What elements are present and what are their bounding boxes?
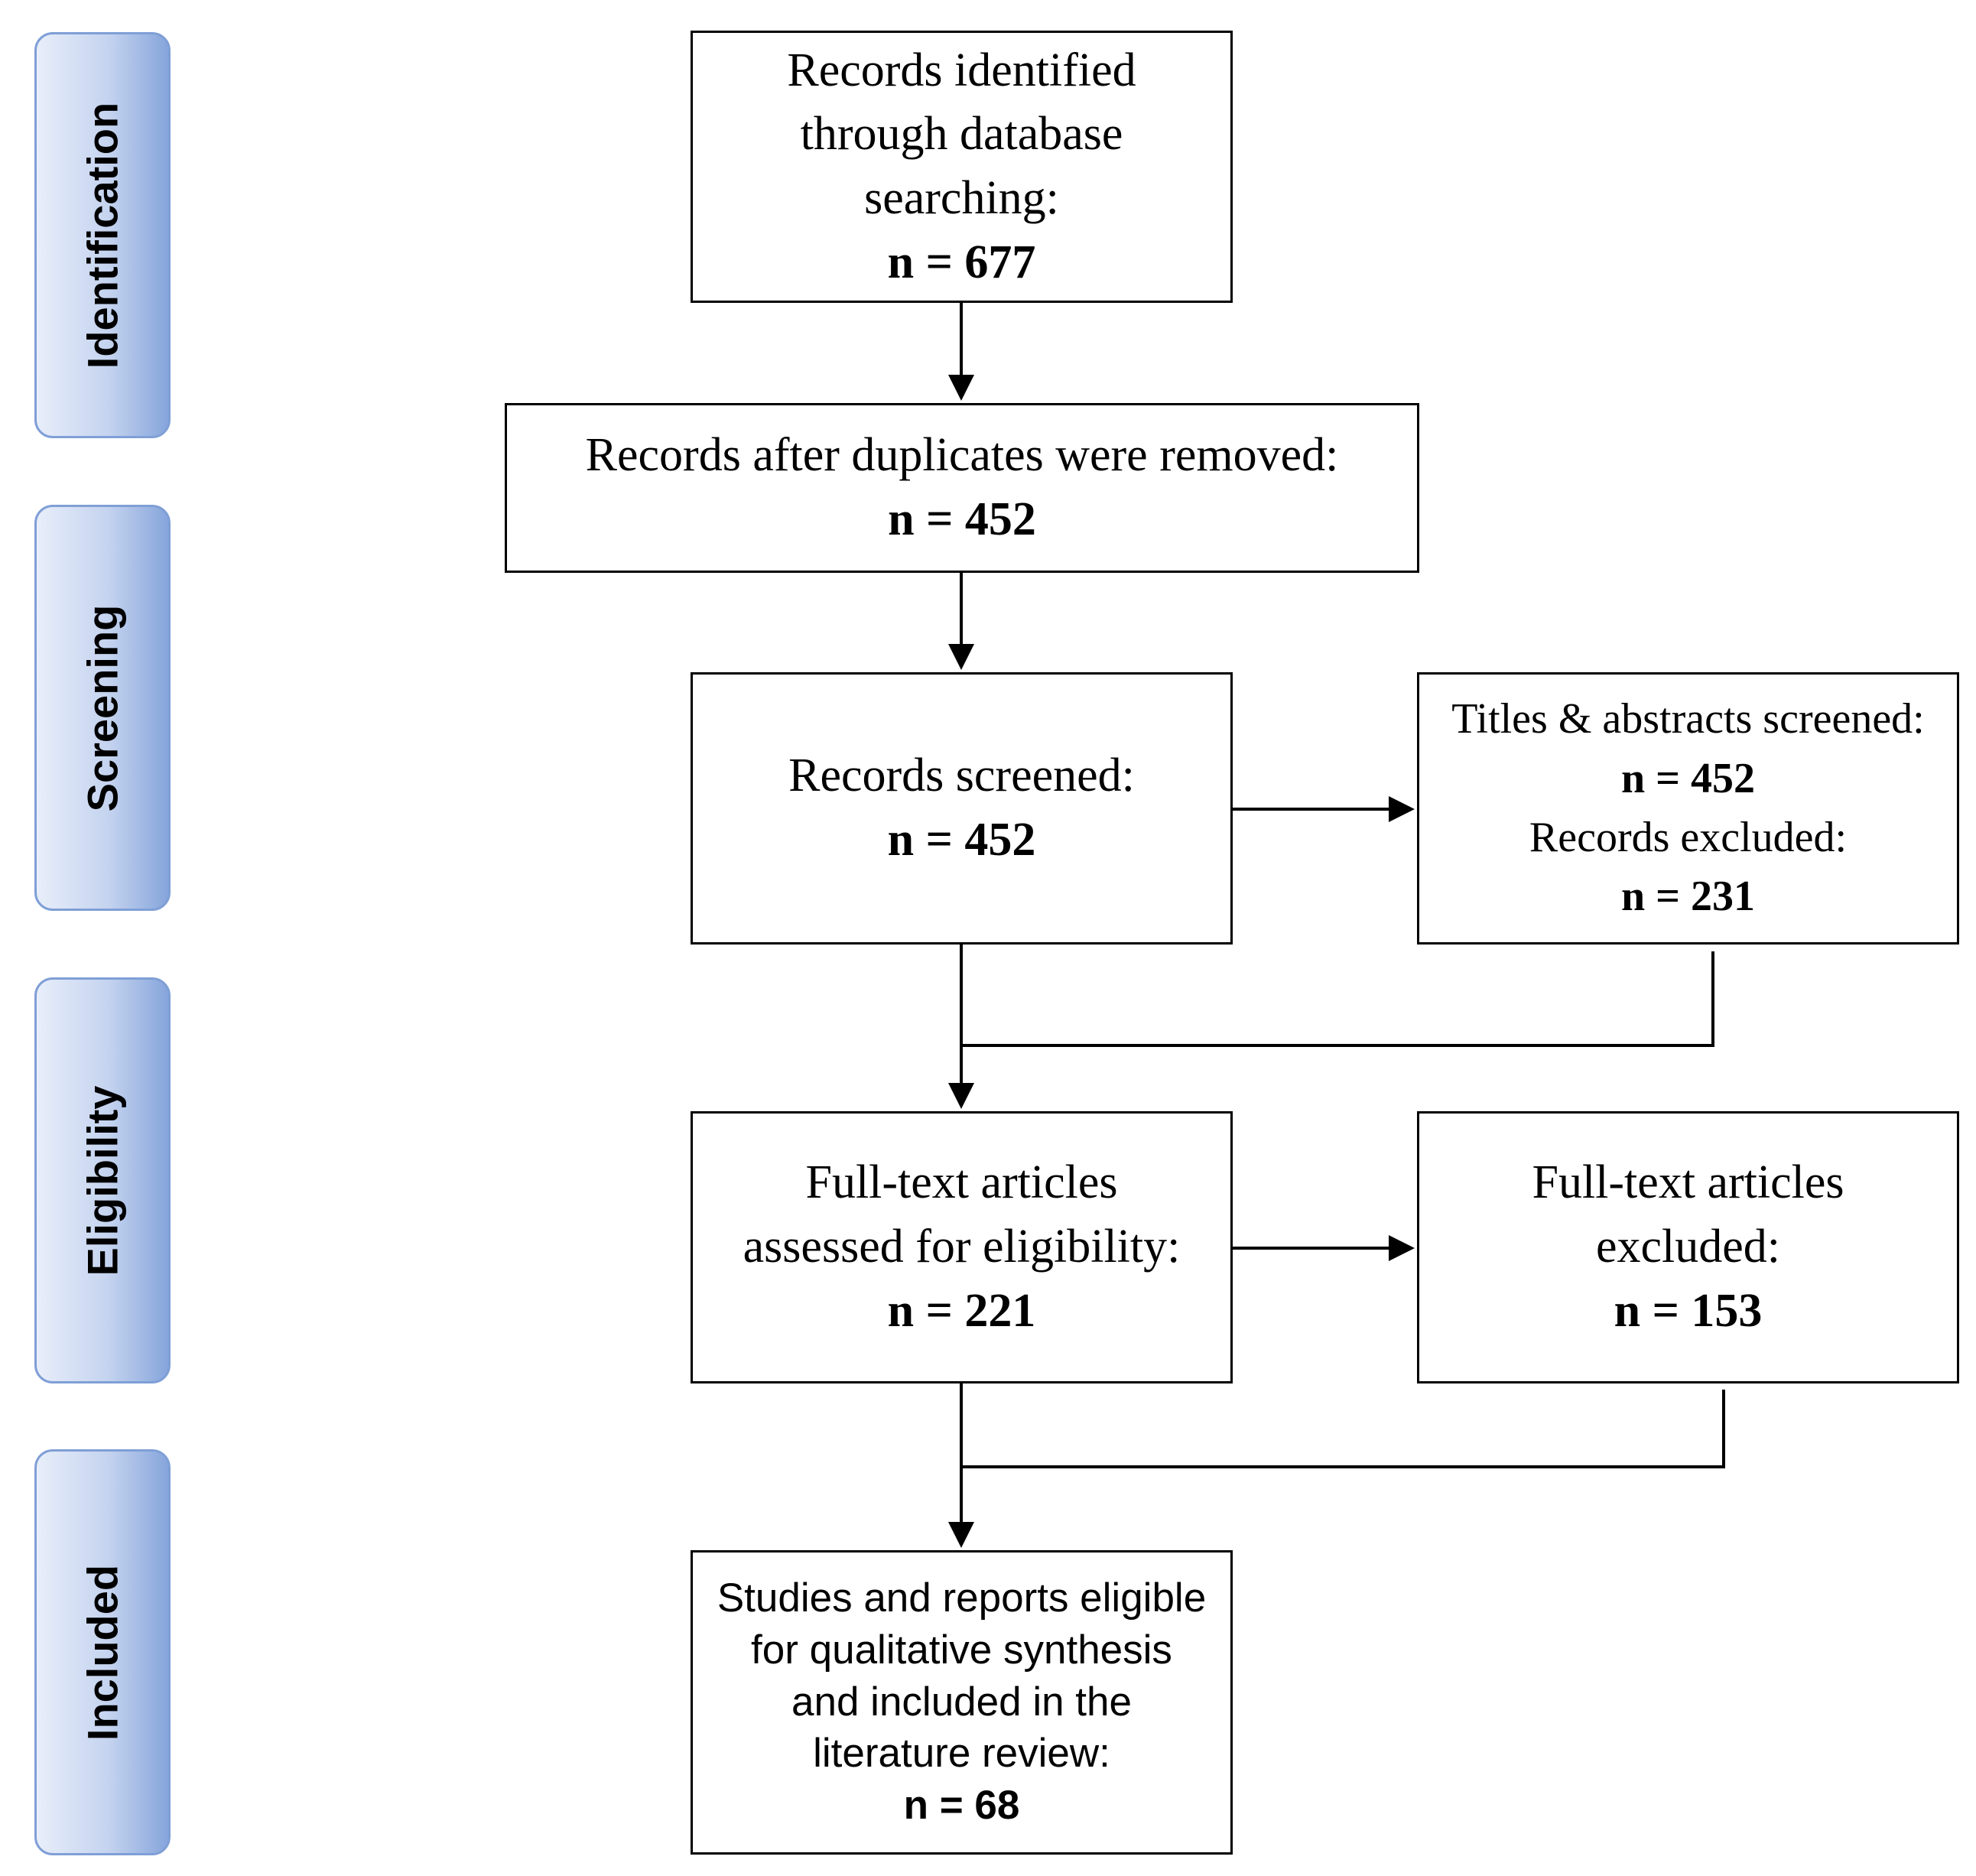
full-text-assessed-line-2: assessed for eligibility: — [743, 1221, 1181, 1273]
records-identified-count: n = 677 — [887, 236, 1036, 288]
records-excluded-label: Records excluded: — [1529, 814, 1848, 861]
included-studies-count: n = 68 — [903, 1783, 1020, 1829]
stage-screening: Screening — [34, 505, 171, 911]
records-screened-label: Records screened: — [788, 749, 1135, 802]
records-identified-line-2: through database — [800, 108, 1123, 161]
full-text-excluded-count: n = 153 — [1614, 1284, 1763, 1337]
arrowhead-1 — [948, 375, 974, 401]
stage-identification: Identification — [34, 32, 171, 438]
records-excluded-count: n = 231 — [1620, 873, 1756, 921]
stage-eligibility: Eligibility — [34, 977, 171, 1383]
included-studies-line-2: for qualitative synthesis — [751, 1627, 1172, 1673]
box-included-studies: Studies and reports eligible for qualita… — [691, 1550, 1233, 1855]
box-full-text-assessed: Full-text articles assessed for eligibil… — [691, 1111, 1233, 1383]
titles-abstracts-label: Titles & abstracts screened: — [1451, 695, 1925, 743]
merge-line-excluded-articles — [961, 1390, 1725, 1468]
arrowhead-2 — [948, 644, 974, 670]
arrowhead-5 — [1389, 1235, 1415, 1261]
titles-abstracts-count: n = 452 — [1620, 754, 1756, 802]
arrowhead-3 — [1389, 796, 1415, 822]
box-full-text-excluded: Full-text articles excluded: n = 153 — [1417, 1111, 1959, 1383]
arrowhead-6 — [948, 1522, 974, 1548]
records-after-duplicates-count: n = 452 — [888, 493, 1036, 545]
box-titles-abstracts-screened: Titles & abstracts screened: n = 452 Rec… — [1417, 672, 1959, 945]
full-text-assessed-count: n = 221 — [887, 1284, 1036, 1337]
records-identified-line-3: searching: — [864, 172, 1059, 224]
records-screened-count: n = 452 — [887, 814, 1036, 866]
full-text-excluded-line-2: excluded: — [1595, 1221, 1780, 1273]
included-studies-line-4: literature review: — [813, 1731, 1110, 1777]
box-records-after-duplicates: Records after duplicates were removed: n… — [505, 403, 1419, 573]
box-records-identified: Records identified through database sear… — [691, 31, 1233, 303]
included-studies-line-1: Studies and reports eligible — [717, 1575, 1207, 1621]
arrowhead-4 — [948, 1083, 974, 1109]
included-studies-line-3: and included in the — [791, 1679, 1132, 1725]
records-after-duplicates-label: Records after duplicates were removed: — [585, 429, 1339, 482]
stage-included: Included — [34, 1449, 171, 1855]
merge-line-excluded-records — [961, 951, 1714, 1047]
full-text-excluded-line-1: Full-text articles — [1532, 1156, 1844, 1209]
records-identified-line-1: Records identified — [787, 44, 1136, 96]
full-text-assessed-line-1: Full-text articles — [805, 1156, 1118, 1209]
box-records-screened: Records screened: n = 452 — [691, 672, 1233, 945]
